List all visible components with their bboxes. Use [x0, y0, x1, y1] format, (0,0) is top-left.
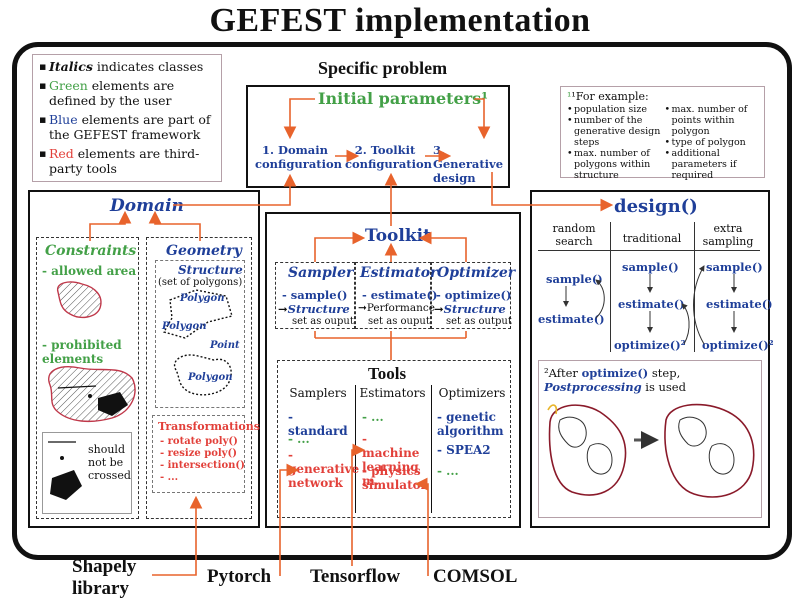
tool-sampler-standard: - standard: [288, 410, 348, 438]
transform-item: - rotate poly(): [160, 436, 238, 447]
traditional-sample: sample(): [622, 260, 679, 274]
design-col-traditional: traditional: [622, 232, 682, 245]
shapely-library-label: Shapely library: [72, 556, 137, 599]
traditional-estimate: estimate(): [618, 297, 685, 311]
tool-optimizer-spea2: - SPEA2: [437, 443, 491, 457]
example-box: ¹¹For example: population size number of…: [560, 86, 765, 181]
tensorflow-label: Tensorflow: [310, 566, 401, 587]
toolkit-title: Toolkit: [365, 226, 431, 246]
should-not-be-crossed-label: should not be crossed: [88, 443, 131, 482]
transform-item: - resize poly(): [160, 448, 237, 459]
design-col-extra: extra sampling: [702, 222, 754, 248]
structure-box: [155, 260, 245, 408]
outer-frame: [12, 42, 792, 560]
transform-item: - ...: [160, 472, 179, 483]
legend-inset: [42, 432, 132, 514]
transformations-box: [152, 415, 245, 493]
example-item: additional parameters if required: [665, 148, 759, 181]
extra-sample: sample(): [706, 260, 763, 274]
tools-divider: [355, 385, 356, 513]
transformations-list: - rotate poly() - resize poly() - inters…: [160, 436, 245, 484]
estimator-output: ➞Performance: [358, 302, 435, 314]
estimator-method: - estimate(): [362, 288, 438, 302]
legend-green: Green elements are defined by the user: [39, 78, 215, 109]
tool-sampler-user: - ...: [288, 432, 310, 446]
toolkit-panel: [265, 212, 521, 528]
comsol-label: COMSOL: [433, 566, 518, 587]
diagram-title: GEFEST implementation: [209, 2, 591, 39]
random-estimate: estimate(): [538, 312, 605, 326]
structure-title: Structure: [178, 263, 243, 277]
example-item: type of polygon: [665, 137, 759, 148]
design-col-random: random search: [552, 222, 596, 248]
polygon-label: Polygon: [162, 321, 207, 332]
tools-title: Tools: [368, 364, 407, 383]
step-domain-configuration: 1. Domain configuration: [255, 143, 343, 171]
tools-col-optimizers: Optimizers: [438, 386, 506, 400]
optimizer-note: set as output: [446, 316, 512, 327]
optimizer-method: - optimize(): [436, 288, 512, 302]
tool-sampler-generative: - generative network: [288, 448, 360, 490]
geometry-title: Geometry: [166, 243, 242, 259]
constraints-title: Constraints: [45, 243, 137, 259]
tool-optimizer-genetic: - genetic algorithm: [437, 410, 504, 438]
allowed-area-label: - allowed area: [42, 264, 137, 278]
step-generative-design: 3. Generative design: [433, 143, 504, 185]
set-of-polygons-label: (set of polygons): [158, 277, 243, 288]
tool-estimator-physics: - physics simulator: [362, 464, 427, 492]
legend-red: Red elements are third-party tools: [39, 146, 215, 177]
tool-estimator-user: - ...: [362, 410, 384, 424]
optimizer-title: Optimizer: [437, 265, 516, 281]
optimizer-box: [431, 262, 511, 329]
example-title: ¹¹For example:: [567, 90, 649, 103]
postprocessing-box: [538, 360, 762, 518]
sampler-method: - sample(): [282, 288, 348, 302]
estimator-box: [355, 262, 431, 329]
design-title: design(): [614, 196, 698, 217]
estimator-note: set as ouput: [368, 316, 430, 327]
polygon-label: Polygon: [188, 372, 233, 383]
tools-box: [277, 360, 511, 518]
tool-optimizer-user: - ...: [437, 464, 459, 478]
initial-parameters-label: Initial parameters¹: [318, 89, 489, 108]
traditional-optimize: optimize()²: [614, 338, 686, 352]
point-label: Point: [210, 340, 240, 351]
design-divider: [610, 222, 611, 352]
prohibited-elements-label: - prohibited elements: [42, 338, 122, 366]
sampler-title: Sampler: [288, 265, 354, 281]
tools-col-estimators: Estimators: [359, 386, 426, 400]
transform-item: - intersection(): [160, 460, 245, 471]
tools-col-samplers: Samplers: [289, 386, 347, 400]
tool-estimator-ml: - machine learning m.: [362, 432, 420, 488]
legend-italics: Italics indicates classes: [39, 59, 215, 75]
optimizer-output: ➞Structure: [434, 302, 506, 316]
domain-title: Domain: [110, 196, 184, 216]
sampler-output: ➞Structure: [278, 302, 350, 316]
example-item: max. number of polygons within structure: [567, 148, 661, 181]
tools-divider: [431, 385, 432, 513]
postprocessing-note: ²After optimize() step, Postprocessing i…: [544, 366, 686, 394]
constraints-box: [36, 237, 139, 519]
example-item: population size: [567, 104, 661, 115]
sampler-note: set as ouput: [292, 316, 354, 327]
design-header-line: [538, 250, 760, 251]
polygon-label: Polygon: [180, 293, 225, 304]
extra-estimate: estimate(): [706, 297, 773, 311]
pytorch-label: Pytorch: [207, 566, 272, 587]
extra-optimize: optimize()²: [702, 338, 774, 352]
step-toolkit-configuration: 2. Toolkit configuration: [345, 143, 433, 171]
transformations-title: Transformations: [158, 420, 260, 433]
random-sample: sample(): [546, 272, 603, 286]
legend-blue: Blue elements are part of the GEFEST fra…: [39, 112, 215, 143]
legend-box: Italics indicates classes Green elements…: [32, 54, 222, 182]
design-divider: [694, 222, 695, 352]
specific-problem-label: Specific problem: [318, 58, 448, 78]
estimator-title: Estimator: [360, 265, 438, 281]
sampler-box: [275, 262, 355, 329]
example-item: max. number of points within polygon: [665, 104, 759, 137]
example-item: number of the generative design steps: [567, 115, 661, 148]
